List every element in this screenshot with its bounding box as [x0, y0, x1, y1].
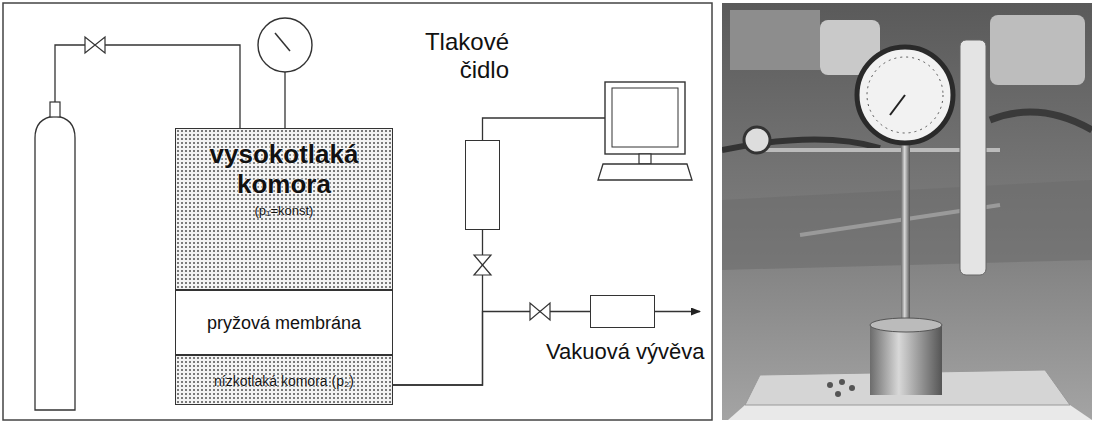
computer-base	[598, 164, 692, 180]
high-pressure-chamber: vysokotlaká komora (p₁=konst)	[175, 128, 393, 290]
photo-sensor-tube	[960, 40, 986, 275]
gas-pipe	[105, 45, 240, 128]
gauge-pipe	[284, 72, 285, 128]
valve-symbol	[530, 303, 540, 320]
photo-chamber-top	[870, 318, 942, 332]
chamber-label: vysokotlaká komora	[184, 139, 384, 199]
pipe-line	[393, 312, 590, 386]
gauge-needle	[275, 33, 290, 51]
photo-small-gauge	[744, 127, 770, 153]
pressure-gauge	[258, 18, 312, 72]
photo-gauge	[857, 47, 953, 143]
photo-bolt	[849, 385, 855, 391]
signal-wire	[483, 118, 606, 140]
photo-equipment	[730, 10, 820, 70]
chamber-condition: (p₁=konst)	[255, 202, 314, 219]
gas-cylinder	[35, 116, 75, 410]
valve-symbol	[474, 255, 491, 265]
sensor-label: Tlakové čidlo	[399, 28, 509, 84]
photo-bolt	[835, 391, 841, 397]
computer-screen	[612, 88, 678, 147]
computer-monitor	[605, 82, 685, 154]
photo-equipment	[990, 15, 1085, 85]
rubber-membrane: pryžová membrána	[175, 290, 393, 355]
monitor-stand	[639, 154, 651, 164]
photo-chamber	[870, 325, 942, 395]
pump-label: Vakuová vývěva	[546, 339, 705, 365]
valve-symbol	[474, 265, 491, 275]
vacuum-pump: Vakuová vývěva	[590, 295, 655, 328]
exhaust-arrow	[655, 311, 700, 312]
pipe-line	[393, 230, 483, 385]
photo-base-plate	[728, 405, 1092, 420]
valve-symbol	[95, 37, 105, 53]
photo-background	[722, 3, 1092, 420]
gas-pipe	[55, 45, 85, 102]
pressure-sensor: Tlakové čidlo	[465, 140, 500, 230]
frame	[3, 3, 712, 420]
photo-gauge-needle	[890, 95, 905, 115]
membrane-label: pryžová membrána	[207, 312, 361, 334]
low-pressure-chamber: nízkotlaká komora (p₂)	[175, 355, 393, 405]
photo-rod	[901, 140, 910, 340]
photo-bolt	[827, 382, 833, 388]
valve-symbol	[540, 303, 550, 320]
chamber-label: nízkotlaká komora (p₂)	[214, 372, 354, 390]
photo-hose	[990, 112, 1092, 130]
valve-symbol	[85, 37, 95, 53]
photo-bolt	[839, 379, 845, 385]
photo-gauge-scale	[867, 57, 943, 133]
cylinder-neck	[50, 102, 60, 117]
